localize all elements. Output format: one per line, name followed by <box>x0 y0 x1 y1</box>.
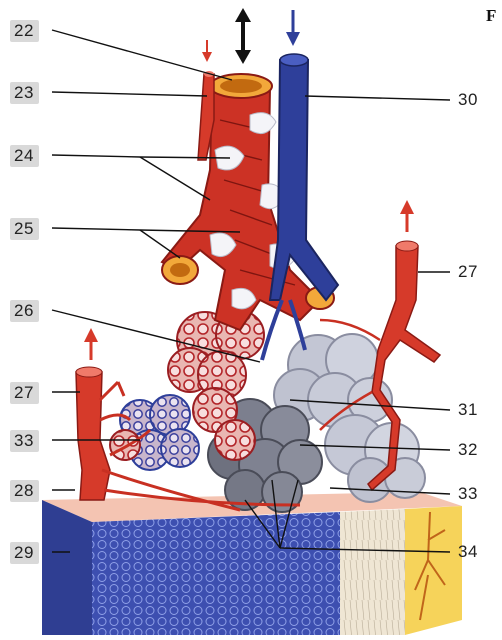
label-24: 24 <box>10 145 39 167</box>
leader-23 <box>52 92 207 96</box>
label-32: 32 <box>458 440 478 460</box>
label-26: 26 <box>10 300 39 322</box>
arrow-down-blue <box>286 10 300 46</box>
tissue-blue-front <box>92 512 340 635</box>
label-22: 22 <box>10 20 39 42</box>
label-27-right: 27 <box>458 262 478 282</box>
arrow-up-red-left <box>84 328 98 360</box>
label-30: 30 <box>458 90 478 110</box>
label-29: 29 <box>10 542 39 564</box>
label-34: 34 <box>458 542 478 562</box>
leader-30 <box>305 96 450 100</box>
corner-letter: F <box>486 6 496 26</box>
label-33-left: 33 <box>10 430 39 452</box>
arrow-bidirectional-black <box>235 8 251 64</box>
arrow-up-red-right <box>400 200 414 232</box>
label-23: 23 <box>10 82 39 104</box>
label-25: 25 <box>10 218 39 240</box>
leader-25b <box>140 230 180 258</box>
leader-24b <box>140 157 210 200</box>
label-28: 28 <box>10 480 39 502</box>
label-31: 31 <box>458 400 478 420</box>
tissue-blue-section <box>42 500 92 635</box>
label-27-left: 27 <box>10 382 39 404</box>
arrow-down-red-small <box>202 40 212 62</box>
tissue-yellow-section <box>405 506 462 635</box>
alveoli-capillary-blue <box>110 395 199 470</box>
tissue-block <box>42 492 462 635</box>
tissue-fiber-section <box>340 509 405 635</box>
label-33-right: 33 <box>458 484 478 504</box>
